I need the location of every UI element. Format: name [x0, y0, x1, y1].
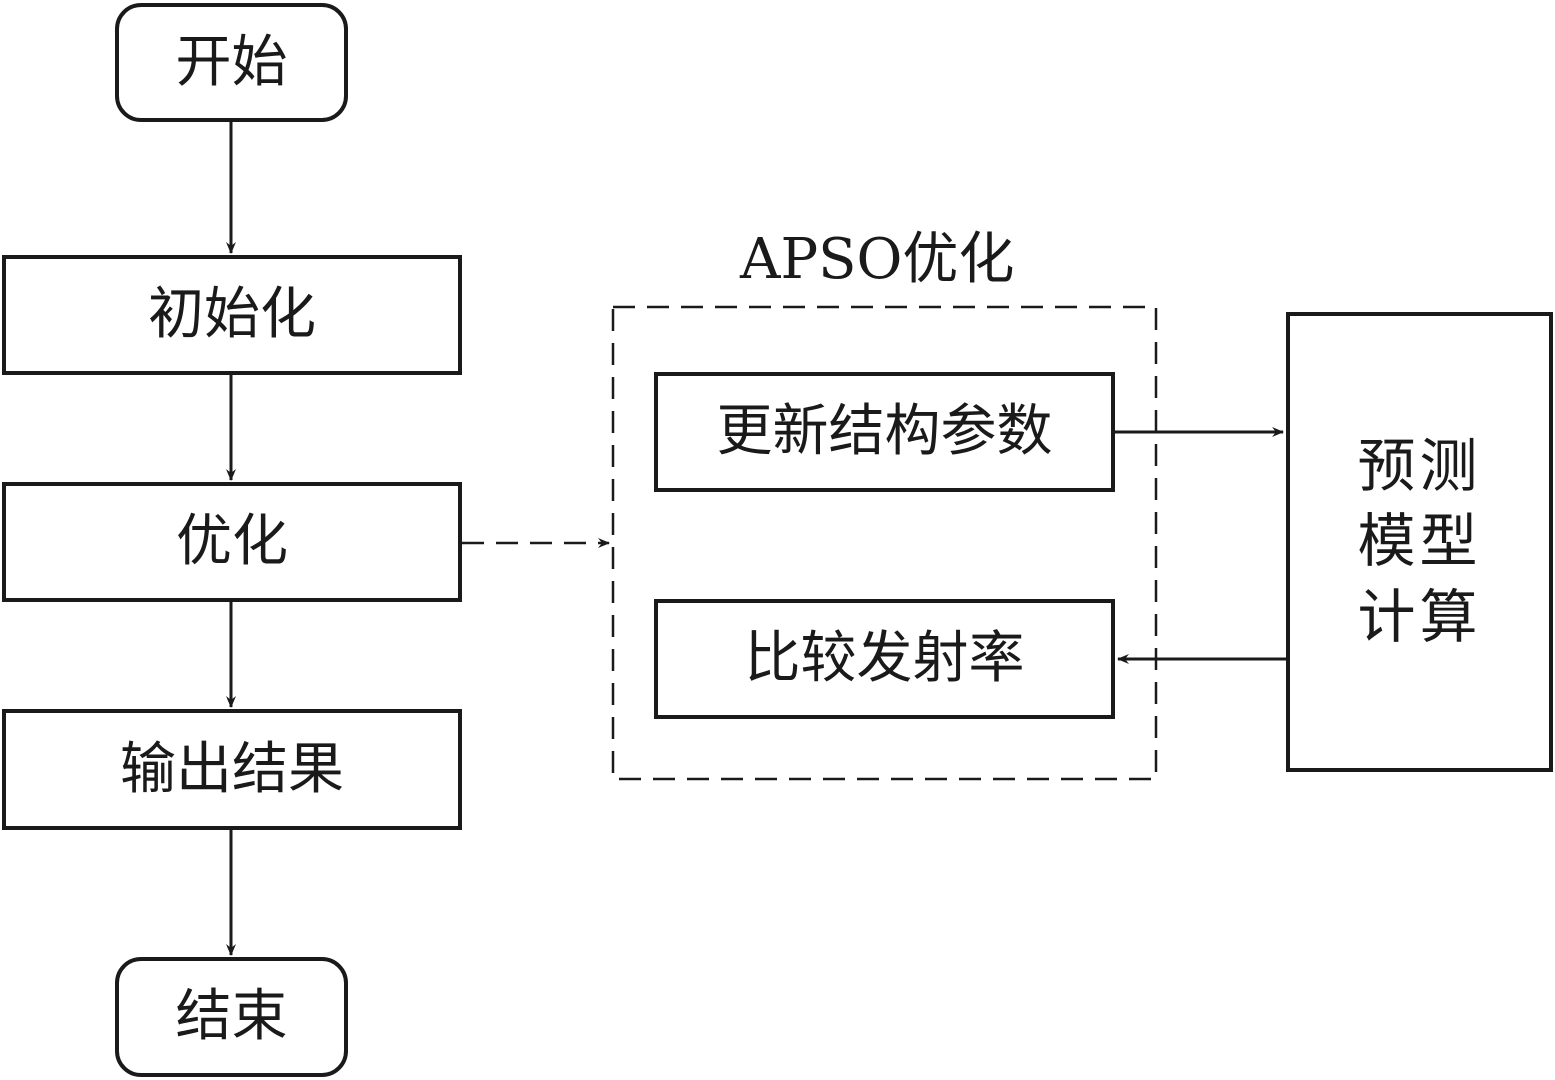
update-params-node: 更新结构参数 [654, 372, 1115, 492]
optimize-label: 优化 [176, 509, 288, 574]
prediction-label-line-1: 预测 [1357, 431, 1482, 500]
prediction-label-line-2: 模型 [1357, 507, 1482, 576]
update-params-label: 更新结构参数 [716, 399, 1053, 464]
init-node: 初始化 [2, 255, 462, 375]
apso-group-title: APSO优化 [740, 227, 1015, 292]
init-label: 初始化 [148, 282, 316, 347]
compare-emissivity-label: 比较发射率 [744, 626, 1025, 691]
optimize-node: 优化 [2, 482, 462, 602]
start-label: 开始 [175, 29, 288, 95]
output-node: 输出结果 [2, 709, 462, 830]
end-node: 结束 [115, 957, 348, 1077]
prediction-label-line-3: 计算 [1357, 582, 1482, 651]
end-label: 结束 [175, 984, 288, 1049]
prediction-model-node: 预测 模型 计算 [1286, 312, 1553, 772]
compare-emissivity-node: 比较发射率 [654, 599, 1115, 719]
start-node: 开始 [115, 3, 348, 122]
output-label: 输出结果 [120, 736, 344, 802]
